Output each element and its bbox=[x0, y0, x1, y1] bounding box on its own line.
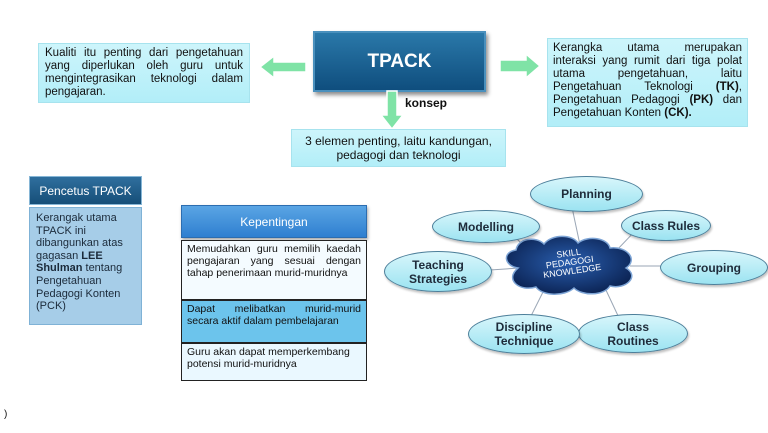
left-description-text: Kualiti itu penting dari pengetahuan yan… bbox=[45, 47, 243, 98]
pencetus-title-box: Pencetus TPACK bbox=[29, 176, 142, 205]
skill-node-label: Discipline Technique bbox=[494, 320, 554, 348]
kepentingan-title: Kepentingan bbox=[240, 214, 308, 229]
cloud-label-line1: SKILL bbox=[556, 247, 582, 260]
left-description-box: Kualiti itu penting dari pengetahuan yan… bbox=[38, 43, 250, 103]
right-text-segment: (CK). bbox=[664, 107, 692, 119]
skill-node-teaching-strategies: Teaching Strategies bbox=[384, 251, 492, 292]
kepentingan-row: Dapat melibatkan murid-murid secara akti… bbox=[181, 300, 367, 343]
right-description-box: Kerangka utama merupakan interaksi yang … bbox=[547, 38, 748, 127]
konsep-label: konsep bbox=[405, 96, 448, 110]
skill-node-label: Planning bbox=[561, 187, 612, 201]
right-text-segment: , Pengetahuan Pedagogi bbox=[553, 81, 742, 106]
arrow-right-icon bbox=[499, 53, 542, 79]
skill-node-label: Class Rules bbox=[631, 218, 701, 233]
skill-node-modelling: Modelling bbox=[432, 210, 540, 243]
skill-node-label: Teaching Strategies bbox=[408, 257, 468, 286]
skill-node-label: Class Routines bbox=[607, 319, 659, 348]
skill-node-grouping: Grouping bbox=[660, 250, 768, 285]
pencetus-body: Kerangak utama TPACK ini dibangunkan ata… bbox=[29, 207, 142, 325]
tpack-title-box: TPACK bbox=[313, 31, 486, 92]
pencetus-text-before: Kerangak utama TPACK ini dibangunkan ata… bbox=[36, 212, 123, 262]
three-elements-line1: 3 elemen penting, laitu kandungan, bbox=[305, 134, 492, 148]
skill-node-class-routines: Class Routines bbox=[578, 314, 688, 353]
skill-node-class-rules: Class Rules bbox=[621, 210, 711, 241]
skill-node-label: Grouping bbox=[687, 260, 741, 275]
stray-mark: ) bbox=[4, 409, 8, 420]
right-text-segment: (PK) bbox=[689, 94, 714, 106]
three-elements-line2: pedagogi dan teknologi bbox=[336, 148, 461, 162]
kepentingan-row: Guru akan dapat memperkembang potensi mu… bbox=[181, 343, 367, 381]
right-text-segment: Kerangka utama merupakan interaksi yang … bbox=[553, 42, 742, 93]
skill-node-discipline-technique: Discipline Technique bbox=[468, 314, 580, 354]
tpack-title: TPACK bbox=[367, 50, 432, 72]
three-elements-box: 3 elemen penting, laitu kandungan, pedag… bbox=[291, 129, 506, 167]
skill-node-planning: Planning bbox=[530, 176, 643, 212]
kepentingan-row: Memudahkan guru memilih kaedah pengajara… bbox=[181, 240, 367, 300]
kepentingan-title-box: Kepentingan bbox=[181, 205, 367, 238]
right-text-segment: dan Pengetahuan Konten bbox=[553, 94, 742, 119]
right-description-text: Kerangka utama merupakan interaksi yang … bbox=[553, 42, 742, 119]
arrow-left-icon bbox=[258, 55, 307, 79]
pencetus-title: Pencetus TPACK bbox=[39, 183, 132, 198]
right-text-segment: (TK) bbox=[715, 81, 739, 93]
pencetus-name: LEE Shulman bbox=[36, 249, 103, 275]
skill-node-label: Modelling bbox=[458, 219, 514, 234]
skill-pedagogi-cloud-icon: SKILL PEDAGOGI KNOWLEDGE bbox=[505, 235, 633, 295]
pencetus-text-after: tentang Pengetahuan Pedagogi Konten (PCK… bbox=[36, 262, 123, 313]
arrow-down-icon bbox=[379, 90, 405, 131]
